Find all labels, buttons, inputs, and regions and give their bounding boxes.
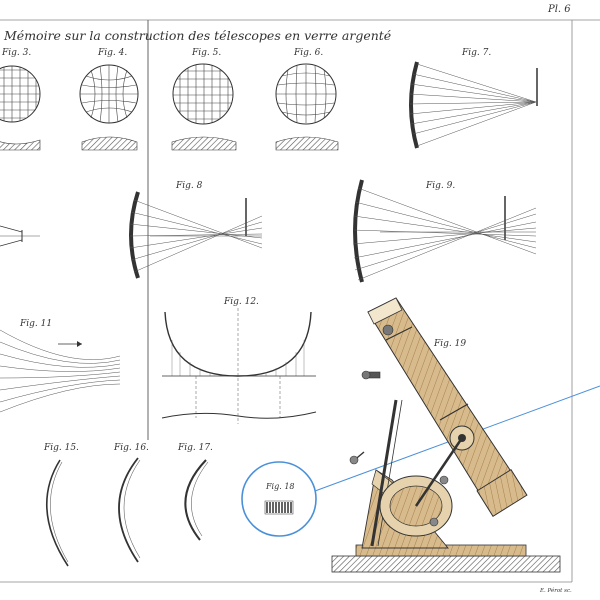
fig-11-label: Fig. 11 [19, 319, 52, 329]
fig-3-grid: Fig. 3. [0, 48, 41, 151]
fig-18-highlight-circle[interactable] [241, 461, 317, 537]
fig-18-grating-icon [264, 500, 294, 515]
fig-8-mirror-diagram: Fig. 8 [129, 181, 263, 279]
telescope-floor [331, 555, 561, 573]
fig-11-ray-diagram: Fig. 11 [0, 319, 121, 413]
fig-6-label: Fig. 6. [293, 48, 323, 58]
fig-5-grid: Fig. 5. [171, 48, 237, 151]
fig-6-grid: Fig. 6. [275, 48, 339, 151]
fig-4-label: Fig. 4. [97, 48, 127, 58]
fig-10-partial [0, 225, 40, 247]
fig-19-label: Fig. 19 [433, 339, 466, 349]
fig-12-curve-diagram: Fig. 12. [161, 297, 317, 424]
fig-12-label: Fig. 12. [223, 297, 259, 307]
fig-7-label: Fig. 7. [461, 48, 491, 58]
fig-15-label: Fig. 15. [43, 443, 79, 453]
plate-number: Pl. 6 [547, 4, 571, 15]
fig-17-label: Fig. 17. [177, 443, 213, 453]
fig-5-label: Fig. 5. [191, 48, 221, 58]
engraver-credit: E. Pérot sc. [539, 587, 572, 594]
fig-3-label: Fig. 3. [1, 48, 31, 58]
fig-18-label: Fig. 18 [265, 482, 295, 491]
fig-19-telescope-engraving: Fig. 19 [331, 297, 561, 573]
fig-7-mirror-diagram: Fig. 7. [409, 48, 538, 149]
fig-16-curve: Fig. 16. [113, 443, 149, 563]
fig-9-mirror-diagram: Fig. 9. [352, 179, 537, 283]
fig-16-label: Fig. 16. [113, 443, 149, 453]
fig-18-highlight[interactable]: Fig. 18 [241, 461, 317, 537]
plate-header: Mémoire sur la construction des télescop… [3, 28, 392, 43]
fig-17-curve: Fig. 17. [177, 443, 213, 541]
fig-15-curve: Fig. 15. [43, 443, 79, 567]
fig-8-label: Fig. 8 [175, 181, 203, 191]
fig-9-label: Fig. 9. [425, 181, 455, 191]
fig-4-grid: Fig. 4. [79, 48, 139, 151]
